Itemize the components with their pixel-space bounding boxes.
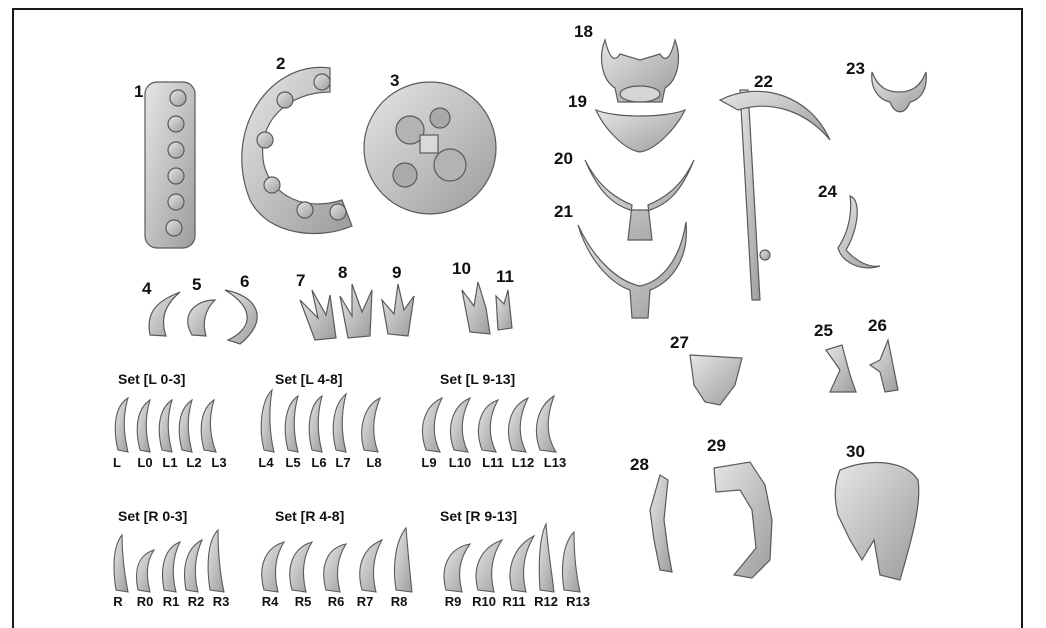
part-20-bone: [585, 160, 694, 240]
part-label-25: 25: [814, 322, 833, 339]
set-item-label: L10: [449, 456, 471, 469]
set-item-label: L13: [544, 456, 566, 469]
part-label-6: 6: [240, 273, 249, 290]
part-23-skull: [872, 72, 927, 112]
part-label-4: 4: [142, 280, 151, 297]
set-item-label: L8: [366, 456, 381, 469]
set-item-label: R4: [262, 595, 279, 608]
set-title-r03: Set [R 0-3]: [118, 509, 187, 523]
set-item-label: L7: [335, 456, 350, 469]
part-19-bone: [596, 110, 685, 152]
set-item-label: R12: [534, 595, 558, 608]
part-label-28: 28: [630, 456, 649, 473]
set-item-label: L: [113, 456, 121, 469]
set-item-label: L11: [482, 456, 504, 469]
part-7-claw: [300, 290, 336, 340]
set-item-label: R5: [295, 595, 312, 608]
part-label-3: 3: [390, 72, 399, 89]
set-item-label: L4: [258, 456, 273, 469]
part-label-1: 1: [134, 83, 143, 100]
part-8-claw: [340, 284, 372, 338]
set-r913-horns: [444, 524, 580, 592]
part-label-23: 23: [846, 60, 865, 77]
set-item-label: R8: [391, 595, 408, 608]
part-30-wing: [835, 463, 919, 580]
part-28-leg: [650, 475, 672, 572]
part-24-tail: [838, 196, 880, 268]
set-item-label: L12: [512, 456, 534, 469]
part-label-2: 2: [276, 55, 285, 72]
set-r03-horns: [114, 530, 224, 592]
part-label-22: 22: [754, 73, 773, 90]
set-item-label: R1: [163, 595, 180, 608]
set-item-label: R9: [445, 595, 462, 608]
part-22-scythe: [720, 90, 830, 300]
set-title-r48: Set [R 4-8]: [275, 509, 344, 523]
set-item-label: R7: [357, 595, 374, 608]
part-6-horn: [225, 290, 257, 344]
set-item-label: L2: [186, 456, 201, 469]
part-label-7: 7: [296, 272, 305, 289]
part-label-5: 5: [192, 276, 201, 293]
part-label-27: 27: [670, 334, 689, 351]
part-29-limb: [714, 462, 772, 578]
part-label-11: 11: [496, 268, 514, 285]
part-label-9: 9: [392, 264, 401, 281]
part-label-18: 18: [574, 23, 593, 40]
part-11-claw: [496, 290, 512, 330]
set-item-label: L1: [162, 456, 177, 469]
part-10-claw: [462, 282, 490, 334]
part-label-29: 29: [707, 437, 726, 454]
set-title-r913: Set [R 9-13]: [440, 509, 517, 523]
part-4-horn: [149, 292, 180, 336]
part-26-piece: [870, 340, 898, 392]
set-item-label: R6: [328, 595, 345, 608]
set-item-label: R13: [566, 595, 590, 608]
set-item-label: R2: [188, 595, 205, 608]
set-l48-horns: [261, 390, 380, 452]
horn-sets: [114, 390, 580, 592]
set-l913-horns: [423, 396, 556, 452]
set-item-label: R10: [472, 595, 496, 608]
set-title-l913: Set [L 9-13]: [440, 372, 515, 386]
set-r48-horns: [262, 528, 412, 592]
set-item-label: L6: [311, 456, 326, 469]
set-title-l48: Set [L 4-8]: [275, 372, 342, 386]
set-item-label: R: [113, 595, 122, 608]
part-label-10: 10: [452, 260, 471, 277]
part-label-30: 30: [846, 443, 865, 460]
set-item-label: L0: [137, 456, 152, 469]
part-3-rocky-disc: [364, 82, 496, 214]
part-1-column: [145, 82, 195, 248]
set-title-l03: Set [L 0-3]: [118, 372, 185, 386]
part-18-skull: [602, 40, 679, 102]
part-label-26: 26: [868, 317, 887, 334]
part-27-torso: [690, 355, 742, 405]
set-item-label: R3: [213, 595, 230, 608]
set-item-label: L3: [211, 456, 226, 469]
set-item-label: R0: [137, 595, 154, 608]
set-item-label: R11: [502, 595, 525, 608]
set-item-label: L9: [421, 456, 436, 469]
part-2-curved-tail: [242, 67, 352, 233]
part-9-claw: [382, 284, 414, 336]
set-l03-horns: [115, 398, 216, 452]
part-label-8: 8: [338, 264, 347, 281]
part-25-piece: [826, 345, 856, 392]
part-label-19: 19: [568, 93, 587, 110]
part-label-20: 20: [554, 150, 573, 167]
part-label-24: 24: [818, 183, 837, 200]
set-item-label: L5: [285, 456, 300, 469]
part-5-horn: [188, 300, 215, 336]
part-label-21: 21: [554, 203, 573, 220]
